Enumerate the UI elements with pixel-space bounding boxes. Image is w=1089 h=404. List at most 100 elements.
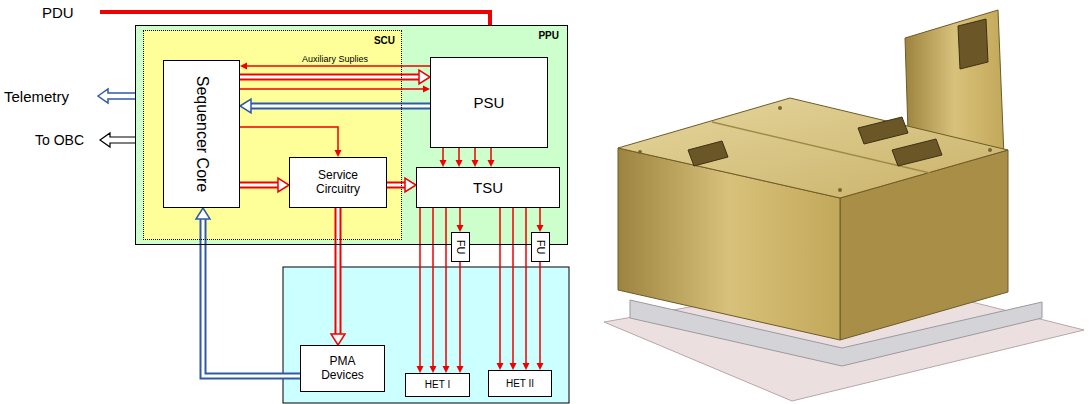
box-label: HET II — [506, 378, 534, 390]
arrowhead — [278, 178, 289, 192]
arrowhead — [405, 178, 416, 192]
signal-arrow — [537, 262, 544, 370]
arrowhead — [440, 160, 447, 167]
fu-box: FU — [451, 232, 470, 262]
arrowhead — [419, 70, 430, 84]
connector — [858, 117, 908, 144]
arrow-outline — [240, 74, 419, 81]
arrow-line — [459, 262, 461, 366]
arrowhead — [196, 208, 210, 219]
arrowhead — [335, 150, 342, 157]
tsu-box: TSU — [416, 167, 560, 208]
arrowhead — [417, 366, 424, 373]
hollow-arrow — [331, 208, 345, 345]
arrow-core — [240, 184, 278, 187]
arrow-line — [512, 208, 514, 363]
box-label: PSU — [474, 94, 505, 111]
arrowhead — [488, 160, 495, 167]
signal-arrow — [510, 208, 517, 370]
housing-top — [618, 98, 1008, 198]
arrow-core — [251, 105, 430, 108]
arrowhead — [457, 366, 464, 373]
screw — [638, 150, 642, 154]
fu-box: FU — [531, 232, 550, 262]
arrow-core — [240, 76, 419, 79]
psu-box: PSU — [430, 57, 548, 148]
arrowhead — [510, 363, 517, 370]
region-heading: PPU — [538, 30, 559, 42]
sequencer-box: Sequencer Core — [163, 60, 240, 208]
arrowhead — [537, 225, 544, 232]
arrow-line — [445, 208, 447, 366]
service-box: Service Circuitry — [289, 157, 387, 208]
het-box: HET I — [405, 373, 470, 397]
output-label: Telemetry — [4, 88, 69, 105]
box-label: Sequencer Core — [192, 76, 210, 193]
arrow-core — [337, 208, 340, 334]
arrow-line — [525, 208, 527, 363]
arrow-line — [539, 208, 541, 225]
arrowhead — [523, 363, 530, 370]
edge-label: Auxiliary Suplies — [302, 54, 368, 64]
arrowhead — [423, 86, 430, 93]
arrow-line — [459, 208, 461, 225]
arrow-line — [490, 148, 492, 160]
connector — [688, 141, 728, 166]
arrowhead — [430, 366, 437, 373]
arrow-outline — [240, 182, 278, 189]
arrowhead — [537, 363, 544, 370]
arrow-outline — [335, 208, 342, 334]
box-label: TSU — [473, 179, 503, 196]
arrow-line — [474, 148, 476, 160]
box-label: PMA Devices — [312, 355, 374, 383]
arrow-line — [247, 65, 430, 67]
signal-arrow — [537, 208, 544, 232]
het-box: HET II — [488, 370, 552, 397]
pma-box: PMA Devices — [300, 345, 385, 392]
arrowhead — [456, 160, 463, 167]
arrowhead — [497, 363, 504, 370]
arrowhead — [331, 334, 345, 345]
arrow-outline — [387, 182, 405, 189]
arrowhead — [457, 225, 464, 232]
arrowhead — [443, 366, 450, 373]
arrowhead — [240, 63, 247, 70]
signal-arrow — [430, 208, 437, 373]
arrow-core — [387, 184, 405, 187]
arrowhead — [472, 160, 479, 167]
region-heading: SCU — [374, 35, 395, 47]
arrow-line — [499, 208, 501, 363]
signal-arrow — [440, 148, 447, 167]
arrow-outline — [251, 103, 430, 110]
signal-arrow — [456, 148, 463, 167]
arrow-outline — [203, 219, 300, 376]
screw — [988, 148, 992, 152]
hollow-arrow — [240, 178, 289, 192]
hollow-arrow — [196, 208, 300, 376]
box-label: FU — [534, 240, 547, 255]
connector — [892, 139, 942, 166]
arrow-line — [419, 208, 421, 366]
arrow-line — [458, 148, 460, 160]
signal-arrow — [488, 148, 495, 167]
arrowhead — [240, 99, 251, 113]
box-label: Service Circuitry — [302, 169, 374, 197]
signal-arrow — [417, 208, 424, 373]
arrow-line — [240, 88, 423, 90]
signal-arrow — [523, 208, 530, 370]
arrow-line — [432, 208, 434, 366]
box-label: FU — [454, 240, 467, 255]
arrow-line — [240, 127, 338, 150]
arrow-line — [539, 262, 541, 363]
source-label: PDU — [42, 4, 74, 21]
signal-arrow — [457, 208, 464, 232]
screw — [778, 106, 782, 110]
signal-arrow — [472, 148, 479, 167]
interface-label: To OBC — [35, 132, 84, 148]
arrow-core — [203, 219, 300, 376]
signal-arrow — [457, 262, 464, 373]
arrow-line — [442, 148, 444, 160]
box-label: HET I — [425, 379, 450, 391]
signal-arrow — [240, 127, 342, 157]
